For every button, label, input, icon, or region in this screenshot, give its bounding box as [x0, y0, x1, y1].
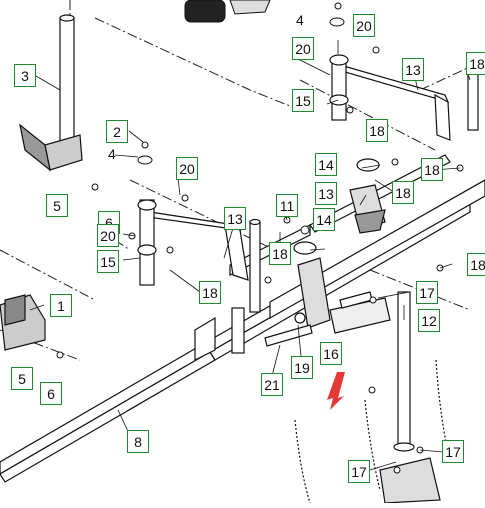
callout-5: 5 — [46, 194, 68, 217]
callout-18: 18 — [392, 181, 414, 204]
upper-rail — [229, 154, 451, 276]
callout-13: 13 — [402, 58, 424, 81]
callout-14: 14 — [315, 153, 337, 176]
callout-17: 17 — [416, 281, 438, 304]
callout-18: 18 — [467, 253, 485, 276]
fasteners — [56, 2, 464, 474]
callout-20: 20 — [292, 37, 314, 60]
bracket-13-right — [329, 54, 479, 141]
hose-lines — [294, 359, 451, 504]
bar-21 — [264, 312, 313, 347]
callout-18: 11 — [276, 194, 298, 217]
bracket-13-left — [137, 199, 261, 313]
callout-14: 14 — [313, 208, 335, 231]
callout-18: 18 — [466, 52, 485, 75]
callout-18: 18 — [269, 242, 291, 265]
leader-lines — [17, 40, 471, 471]
callout-20: 20 — [353, 14, 375, 37]
callout-20: 20 — [97, 224, 119, 247]
callout-5: 5 — [11, 367, 33, 390]
callout-11: 13 — [315, 182, 337, 205]
callout-2: 2 — [106, 120, 128, 143]
callout-20: 20 — [176, 157, 198, 180]
post-3 — [19, 14, 83, 172]
callout-19: 19 — [291, 356, 313, 379]
callout-8: 8 — [127, 430, 149, 453]
callout-18: 18 — [199, 281, 221, 304]
callout-6: 6 — [40, 382, 62, 405]
bracket-1 — [0, 294, 46, 351]
label-4: 4 — [108, 146, 116, 162]
callout-1: 1 — [50, 294, 72, 317]
callout-15: 15 — [97, 250, 119, 273]
callout-12: 12 — [418, 309, 440, 332]
control-knob — [184, 0, 271, 23]
callout-21: 21 — [261, 373, 283, 396]
block-16 — [329, 291, 391, 334]
callout-3: 3 — [14, 64, 36, 87]
callout-16: 16 — [320, 342, 342, 365]
label-4: 4 — [296, 12, 304, 28]
callout-18: 18 — [421, 158, 443, 181]
callout-18: 18 — [366, 119, 388, 142]
slotted-bar — [194, 307, 245, 361]
indicator-arrow — [327, 372, 345, 410]
bracket-14-assembly — [293, 241, 331, 329]
callout-17: 17 — [442, 440, 464, 463]
callout-17: 17 — [348, 460, 370, 483]
callout-15: 15 — [292, 89, 314, 112]
callout-13: 13 — [224, 207, 246, 230]
